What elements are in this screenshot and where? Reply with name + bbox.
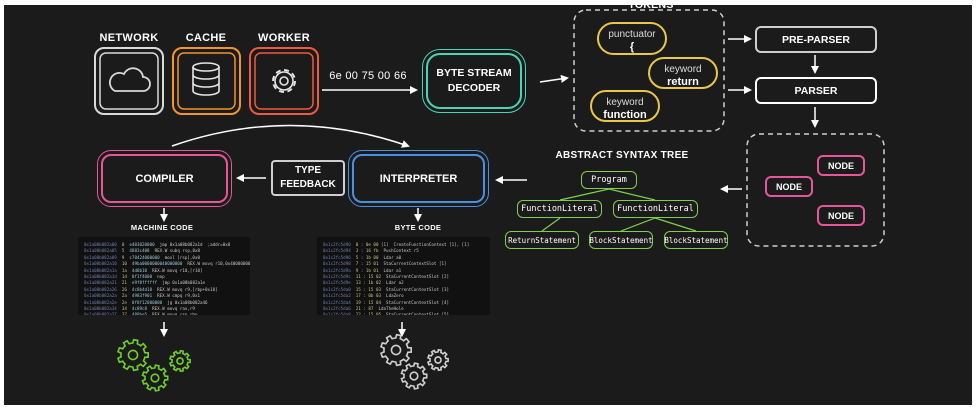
code-line: 0x1c2fc5d9a 9 : 1b 01 Ldar a1	[323, 267, 407, 273]
gear-icon	[141, 364, 169, 392]
gear-hub-icon	[409, 371, 419, 381]
code-line: 0x1a08b082a1d 1d 0f1f4000 nop	[84, 274, 170, 280]
code-line: 0x1c2fc5da0 15 : 15 03 StaCurrentContext…	[323, 286, 455, 292]
cache-label: CACHE	[185, 32, 227, 44]
compiler-box: COMPILER	[97, 150, 232, 207]
network-label: NETWORK	[99, 32, 159, 44]
ast-title: ABSTRACT SYNTAX TREE	[555, 150, 689, 161]
ast-block-statement: BlockStatement	[589, 231, 653, 249]
token-kind: keyword	[606, 97, 644, 108]
byte-code-title: BYTE CODE	[394, 223, 442, 232]
interpreted-gears-icon	[379, 333, 449, 390]
code-line: 0x1c2fc5d98 7 : 15 01 StaCurrentContextS…	[323, 261, 452, 267]
ast-block-statement: BlockStatement	[664, 231, 728, 249]
gear-icon	[116, 338, 149, 372]
byte-stream-decoder: BYTE STREAM DECODER	[422, 49, 526, 113]
ast-node: NODE	[817, 155, 865, 176]
ast-return-statement: ReturnStatement	[505, 231, 579, 249]
type-feedback-line2: FEEDBACK	[280, 179, 336, 190]
gear-icon	[400, 362, 428, 390]
code-line: 0x1a08b082a05 5 4883c408 REX.W subq rsp,…	[84, 248, 206, 254]
interpreter-box: INTERPRETER	[348, 150, 489, 207]
arrow-decoder-tokens	[539, 74, 569, 83]
code-line: 0x1a08b082a10 10 49ba0000000040000000 RE…	[84, 261, 250, 267]
code-line: 0x1c2fc5d90 0 : 0e 00 [1] CreateFunction…	[323, 242, 475, 247]
ast-function-literal: FunctionLiteral	[517, 200, 602, 218]
bytes-text: 6e 00 75 00 66	[329, 70, 407, 82]
code-line: 0x1c2fc5da2 17 : 0b 03 LdaZero	[323, 293, 409, 299]
token-keyword-return: keyword return	[648, 57, 718, 89]
code-line: 0x1a08b082a21 21 e9f8ffffff jmp 0x1a08b0…	[84, 280, 211, 286]
gear-hub-icon	[390, 344, 402, 356]
token-punctuator: punctuator {	[597, 22, 667, 55]
code-line: 0x1a08b082a2e 2e 0f8f12000000 jg 0x1a08b…	[84, 299, 213, 305]
nodes-container	[746, 133, 885, 247]
gear-icon	[169, 349, 191, 373]
gear-hub-icon	[150, 373, 160, 383]
token-kind: punctuator	[608, 29, 656, 40]
decoder-line2: DECODER	[447, 82, 501, 94]
type-feedback-box: TYPE FEEDBACK	[271, 160, 345, 196]
ast-connectors	[541, 188, 697, 232]
gear-icon	[427, 348, 449, 372]
code-line: 0x1c2fc5d96 5 : 1b 00 Ldar a0	[323, 254, 407, 260]
code-line: 0x1a08b082a37 37 488be5 REX.W movq rsp,r…	[84, 312, 203, 315]
machine-code-title: MACHINE CODE	[130, 223, 194, 232]
byte-code-listing: 0x1c2fc5d90 0 : 0e 00 [1] CreateFunction…	[317, 237, 490, 315]
code-line: 0x1c2fc5da6 21 : 87 LdaTheHole	[323, 306, 409, 312]
code-line: 0x1c2fc5da4 19 : 15 04 StaCurrentContext…	[323, 299, 455, 305]
token-value: {	[629, 41, 635, 53]
code-line: 0x1a08b082a26 26 4c8b4d10 REX.W movq r9,…	[84, 286, 223, 292]
worker-label: WORKER	[258, 32, 310, 44]
code-line: 0x1c2fc5da8 22 : 15 05 StaCurrentContext…	[323, 312, 455, 315]
code-line: 0x1c2fc5d9e 13 : 1b 02 Ldar a2	[323, 280, 409, 286]
token-value: function	[603, 109, 647, 121]
diagram-canvas	[4, 5, 972, 405]
network-icon	[94, 47, 164, 115]
worker-gear-icon	[249, 47, 319, 115]
ast-program: Program	[581, 171, 637, 189]
code-line: 0x1a08b082a34 34 4c89c8 REX.W movq rax,r…	[84, 306, 200, 312]
type-feedback-line1: TYPE	[294, 165, 322, 176]
ast-node: NODE	[765, 176, 813, 197]
pre-parser-box: PRE-PARSER	[755, 26, 877, 53]
gear-hub-icon	[176, 357, 184, 365]
code-line: 0x1c2fc5d9c 11 : 15 02 StaCurrentContext…	[323, 274, 455, 280]
ast-function-literal: FunctionLiteral	[613, 200, 698, 218]
gear-icon	[379, 333, 412, 367]
decoder-line1: BYTE STREAM	[436, 67, 512, 79]
database-icon	[172, 47, 241, 115]
token-kind: keyword	[664, 64, 702, 75]
code-line: 0x1a08b082a2a 2a 4983f901 REX.W cmpq r9,…	[84, 293, 206, 299]
compiled-gears-icon	[116, 338, 191, 392]
machine-code-listing: 0x1a08b082a00 0 e403020000 jmp 0x1a08b08…	[78, 237, 250, 315]
code-line: 0x1a08b082a1a 1a 4d8b10 REX.W movq r10,[…	[84, 267, 208, 273]
token-keyword-function: keyword function	[590, 90, 660, 122]
tokens-title: TOKENS	[628, 0, 674, 11]
arrow-compiler-deopt	[171, 124, 410, 148]
code-line: 0x1a08b082a00 0 e403020000 jmp 0x1a08b08…	[84, 242, 236, 247]
ast-node: NODE	[817, 205, 865, 226]
token-value: return	[667, 76, 699, 88]
code-line: 0x1a08b082a09 9 c70424000000 movl [rsp],…	[84, 254, 206, 260]
code-line: 0x1c2fc5d94 3 : 16 fb PushContext r5	[323, 248, 424, 254]
tokens-container	[573, 9, 725, 132]
gear-hub-icon	[127, 349, 139, 361]
parser-box: PARSER	[755, 77, 877, 104]
gear-hub-icon	[434, 356, 442, 364]
